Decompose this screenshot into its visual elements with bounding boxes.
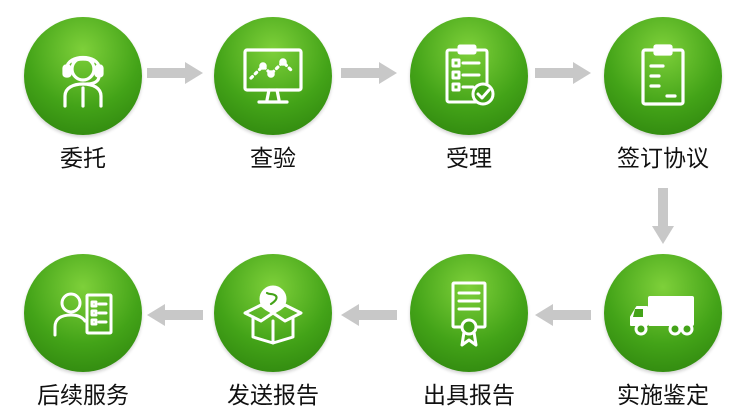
arrow-left-2 — [341, 304, 397, 326]
step-label-after-service: 后续服务 — [37, 383, 129, 409]
step-label-accept: 受理 — [446, 146, 492, 172]
arrow-left-3 — [147, 304, 203, 326]
step-label-sign-agreement: 签订协议 — [617, 146, 709, 172]
person-checklist-icon — [53, 292, 113, 337]
clipboard-document-icon — [641, 44, 685, 106]
step-inspect: 查验 — [203, 17, 343, 173]
arrow-left-1 — [535, 304, 591, 326]
arrow-right-3 — [535, 62, 591, 84]
step-label-send-report: 发送报告 — [227, 383, 319, 409]
step-implement-appraisal-circle — [604, 254, 722, 372]
step-implement-appraisal: 实施鉴定 — [593, 254, 733, 410]
delivery-truck-icon — [630, 296, 694, 336]
step-after-service-circle — [24, 254, 142, 372]
monitor-line-chart-icon — [243, 48, 303, 104]
step-entrust-circle — [24, 17, 142, 135]
step-issue-report-circle — [410, 254, 528, 372]
customer-service-headset-icon — [62, 55, 104, 108]
step-accept-circle — [410, 17, 528, 135]
step-label-entrust: 委托 — [60, 146, 106, 172]
step-accept: 受理 — [399, 17, 539, 173]
step-label-issue-report: 出具报告 — [423, 383, 515, 409]
step-sign-agreement: 签订协议 — [593, 17, 733, 173]
step-inspect-circle — [214, 17, 332, 135]
step-sign-agreement-circle — [604, 17, 722, 135]
certificate-ribbon-icon — [451, 281, 487, 347]
step-send-report-circle — [214, 254, 332, 372]
step-send-report: 发送报告 — [203, 254, 343, 410]
arrow-down — [652, 188, 674, 244]
arrow-right-1 — [147, 62, 203, 84]
step-label-inspect: 查验 — [250, 146, 296, 172]
step-label-implement-appraisal: 实施鉴定 — [617, 383, 709, 409]
checklist-clipboard-icon — [445, 44, 495, 106]
step-entrust: 委托 — [13, 17, 153, 173]
step-issue-report: 出具报告 — [399, 254, 539, 410]
step-after-service: 后续服务 — [13, 254, 153, 410]
arrow-right-2 — [341, 62, 397, 84]
open-box-globe-icon — [243, 285, 303, 345]
